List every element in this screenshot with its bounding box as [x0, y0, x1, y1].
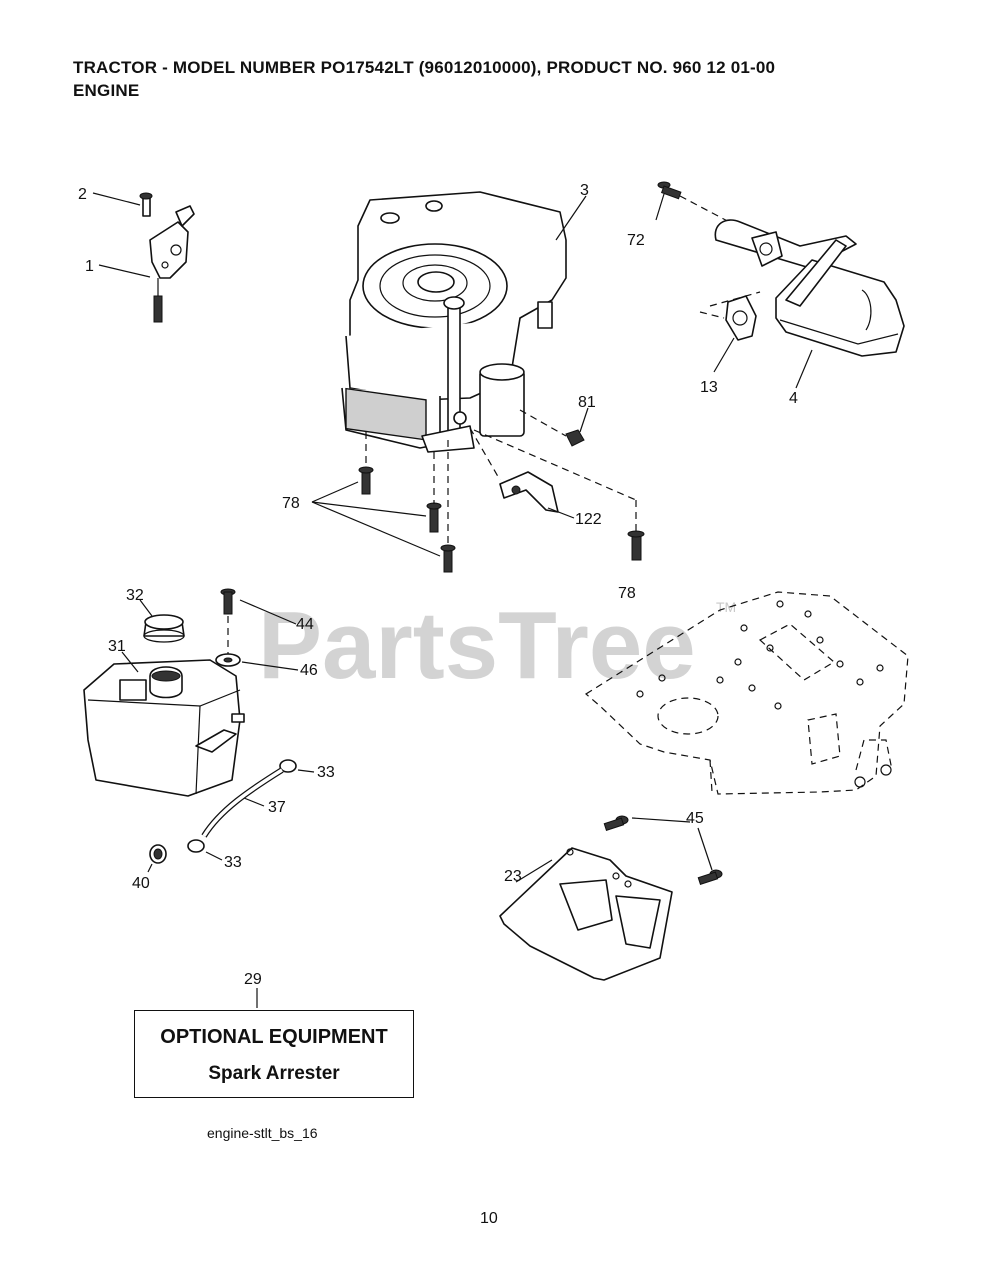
callout-44: 44 [296, 616, 314, 633]
callout-46: 46 [300, 662, 318, 679]
grommet-part-40 [149, 844, 167, 864]
callout-4: 4 [789, 390, 798, 407]
callout-37: 37 [268, 799, 286, 816]
callout-23: 23 [504, 868, 522, 885]
callout-13: 13 [700, 379, 718, 396]
bolt-part-45 [603, 815, 723, 885]
callout-32: 32 [126, 587, 144, 604]
callout-31: 31 [108, 638, 126, 655]
gasket-part-13 [725, 295, 757, 341]
watermark-tm: TM [716, 599, 736, 615]
nut-part-81 [565, 429, 585, 447]
callout-72: 72 [627, 232, 645, 249]
callout-1: 1 [85, 258, 94, 275]
washer-part-46 [215, 653, 241, 667]
fuel-line-part [201, 767, 284, 838]
callout-81: 81 [578, 394, 596, 411]
bolt-part-78 [358, 466, 645, 573]
fuel-tank-part [83, 659, 245, 797]
callout-2: 2 [78, 186, 87, 203]
callout-122: 122 [575, 511, 602, 528]
page-number: 10 [480, 1210, 498, 1227]
figure-reference: engine-stlt_bs_16 [207, 1125, 318, 1141]
callout-40: 40 [132, 875, 150, 892]
optional-equipment-heading: OPTIONAL EQUIPMENT [160, 1026, 388, 1048]
callout-33b: 33 [224, 854, 242, 871]
engine-part [341, 191, 567, 453]
callout-78a: 78 [282, 495, 300, 512]
callout-3: 3 [580, 182, 589, 199]
callout-33a: 33 [317, 764, 335, 781]
optional-equipment-item: Spark Arrester [208, 1063, 340, 1084]
frame-reference [584, 591, 909, 795]
heat-shield-part [499, 847, 673, 981]
watermark-text: PartsTree [258, 592, 696, 699]
bolt-part-72 [657, 181, 682, 200]
bracket-part-122 [499, 471, 559, 513]
optional-equipment-box: OPTIONAL EQUIPMENT Spark Arrester [134, 1010, 414, 1098]
muffler-part [714, 219, 905, 357]
clamp-part-33-lower [187, 839, 205, 853]
callout-29: 29 [244, 971, 262, 988]
bolt-part-44 [220, 588, 236, 615]
callout-78b: 78 [618, 585, 636, 602]
page-title: TRACTOR - MODEL NUMBER PO17542LT (960120… [73, 58, 776, 77]
throttle-bracket-part [139, 192, 195, 323]
callout-45: 45 [686, 810, 704, 827]
gas-cap-part [143, 614, 185, 643]
clamp-part-33-upper [279, 759, 297, 773]
section-title: ENGINE [73, 81, 140, 100]
